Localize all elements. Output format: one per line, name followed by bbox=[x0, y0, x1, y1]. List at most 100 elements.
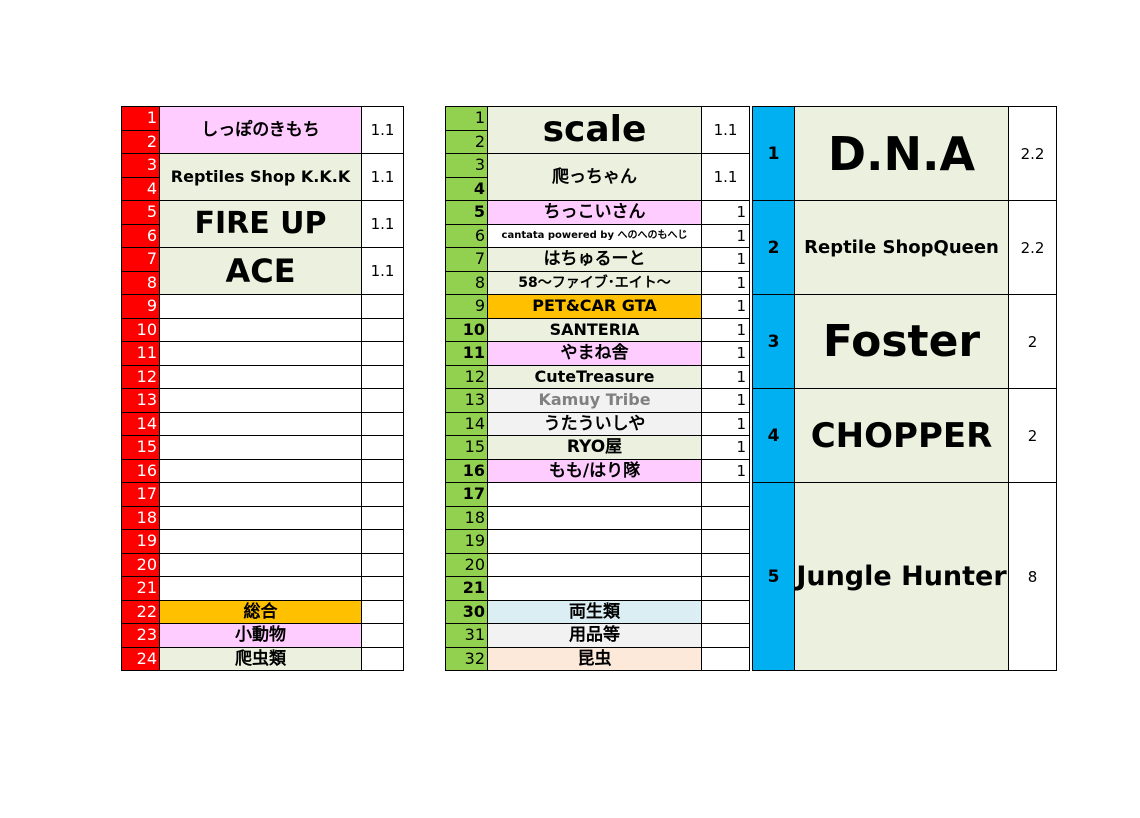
block-c-points: 2 bbox=[1008, 388, 1057, 483]
block-a-vendor-name bbox=[159, 341, 362, 366]
column-gap bbox=[749, 130, 753, 154]
block-b-number: 32 bbox=[445, 646, 488, 671]
block-b-number: 9 bbox=[445, 294, 488, 319]
block-b-vendor-name: もも/はり隊 bbox=[487, 458, 702, 483]
block-b-vendor-name: はちゅるーと bbox=[487, 247, 702, 272]
block-b-points: 1 bbox=[701, 247, 750, 272]
block-a-points bbox=[361, 341, 404, 366]
block-a-number: 24 bbox=[121, 646, 160, 671]
block-b-vendor-name: scale bbox=[487, 106, 702, 154]
block-a-vendor-name: 総合 bbox=[159, 599, 362, 624]
block-b-number: 4 bbox=[445, 176, 488, 201]
block-a-points bbox=[361, 623, 404, 648]
block-a-points bbox=[361, 435, 404, 460]
block-b-vendor-name: PET&CAR GTA bbox=[487, 294, 702, 319]
block-b-points: 1 bbox=[701, 317, 750, 342]
column-gap bbox=[749, 459, 753, 483]
column-gap bbox=[403, 459, 446, 483]
block-b-vendor-name bbox=[487, 552, 702, 577]
block-a-number: 12 bbox=[121, 364, 160, 389]
block-a-number: 4 bbox=[121, 176, 160, 201]
block-c-rank: 4 bbox=[752, 388, 795, 483]
column-gap bbox=[749, 647, 753, 671]
column-gap bbox=[403, 529, 446, 553]
block-b-vendor-name: 爬っちゃん bbox=[487, 153, 702, 201]
block-b-number: 5 bbox=[445, 200, 488, 225]
block-b-number: 20 bbox=[445, 552, 488, 577]
column-gap bbox=[403, 341, 446, 365]
column-gap bbox=[749, 388, 753, 412]
block-a-points bbox=[361, 482, 404, 507]
column-gap bbox=[403, 600, 446, 624]
block-a-points: 1.1 bbox=[361, 153, 404, 201]
block-a-number: 8 bbox=[121, 270, 160, 295]
column-gap bbox=[403, 177, 446, 201]
block-a-points: 1.1 bbox=[361, 247, 404, 295]
block-a-number: 13 bbox=[121, 388, 160, 413]
block-b-points: 1 bbox=[701, 364, 750, 389]
block-b-points bbox=[701, 552, 750, 577]
column-gap bbox=[403, 435, 446, 459]
block-b-number: 1 bbox=[445, 106, 488, 131]
column-gap bbox=[749, 294, 753, 318]
column-gap bbox=[403, 388, 446, 412]
block-b-vendor-name: うたういしや bbox=[487, 411, 702, 436]
block-c-vendor-name: Reptile ShopQueen bbox=[794, 200, 1009, 295]
column-gap bbox=[403, 130, 446, 154]
block-a-points bbox=[361, 317, 404, 342]
block-a-points bbox=[361, 505, 404, 530]
block-b-vendor-name: 両生類 bbox=[487, 599, 702, 624]
block-a-vendor-name bbox=[159, 529, 362, 554]
block-b-points: 1 bbox=[701, 435, 750, 460]
block-b-vendor-name: Kamuy Tribe bbox=[487, 388, 702, 413]
block-a-points bbox=[361, 458, 404, 483]
block-a-vendor-name: ACE bbox=[159, 247, 362, 295]
column-gap bbox=[403, 482, 446, 506]
block-b-points: 1 bbox=[701, 458, 750, 483]
block-b-number: 16 bbox=[445, 458, 488, 483]
block-c-points: 2.2 bbox=[1008, 106, 1057, 201]
column-gap bbox=[403, 647, 446, 671]
block-a-number: 1 bbox=[121, 106, 160, 131]
block-a-points bbox=[361, 294, 404, 319]
block-b-vendor-name: CuteTreasure bbox=[487, 364, 702, 389]
column-gap bbox=[749, 435, 753, 459]
block-b-vendor-name bbox=[487, 576, 702, 601]
block-c-vendor-name: D.N.A bbox=[794, 106, 1009, 201]
column-gap bbox=[403, 224, 446, 248]
block-b-vendor-name bbox=[487, 505, 702, 530]
column-gap bbox=[403, 153, 446, 177]
block-b-points bbox=[701, 599, 750, 624]
column-gap bbox=[403, 623, 446, 647]
block-b-number: 17 bbox=[445, 482, 488, 507]
block-a-number: 17 bbox=[121, 482, 160, 507]
column-gap bbox=[749, 177, 753, 201]
block-a-vendor-name: 爬虫類 bbox=[159, 646, 362, 671]
block-a-number: 9 bbox=[121, 294, 160, 319]
block-a-vendor-name bbox=[159, 505, 362, 530]
block-a-vendor-name: 小動物 bbox=[159, 623, 362, 648]
block-b-points bbox=[701, 576, 750, 601]
block-a-points bbox=[361, 529, 404, 554]
block-a-number: 21 bbox=[121, 576, 160, 601]
block-b-points: 1 bbox=[701, 411, 750, 436]
block-a-number: 18 bbox=[121, 505, 160, 530]
block-b-number: 30 bbox=[445, 599, 488, 624]
block-b-number: 7 bbox=[445, 247, 488, 272]
block-a-vendor-name bbox=[159, 552, 362, 577]
block-b-number: 13 bbox=[445, 388, 488, 413]
column-gap bbox=[403, 365, 446, 389]
block-a-vendor-name bbox=[159, 294, 362, 319]
